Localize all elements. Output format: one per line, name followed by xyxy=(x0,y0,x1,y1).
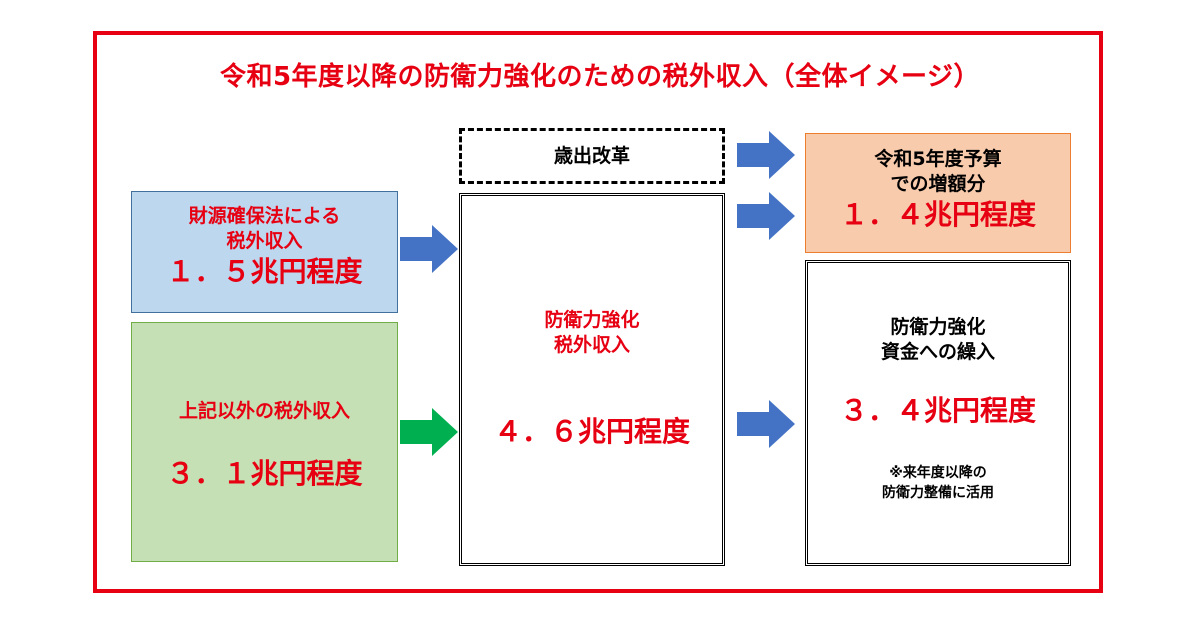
zaigen-amount: １．５兆円程度 xyxy=(166,255,363,288)
arrow-right-icon xyxy=(400,408,458,456)
arrow-right-icon xyxy=(737,400,795,448)
defense-revenue-label: 防衛力強化 税外収入 xyxy=(462,308,722,358)
arrow-right-icon xyxy=(737,192,795,240)
spending-reform-box: 歳出改革 xyxy=(459,128,725,184)
r5-budget-amount: １．４兆円程度 xyxy=(839,198,1036,231)
zaigen-label-line2: 税外収入 xyxy=(226,230,303,252)
zaigen-box: 財源確保法による 税外収入 １．５兆円程度 xyxy=(131,191,398,313)
other-revenue-box: 上記以外の税外収入 ３．１兆円程度 xyxy=(131,322,398,562)
defense-fund-label-line2: 資金への繰入 xyxy=(880,341,995,363)
arrow-right-icon xyxy=(400,225,458,273)
spending-reform-label: 歳出改革 xyxy=(553,145,630,167)
r5-budget-label-line1: 令和5年度予算 xyxy=(874,148,1002,170)
defense-fund-amount: ３．４兆円程度 xyxy=(839,394,1036,427)
defense-revenue-label-line2: 税外収入 xyxy=(553,334,630,356)
defense-fund-label-line1: 防衛力強化 xyxy=(890,316,986,338)
defense-revenue-label-line1: 防衛力強化 xyxy=(544,309,640,331)
defense-fund-box: 防衛力強化 資金への繰入 ３．４兆円程度 ※来年度以降の 防衛力整備に活用 xyxy=(805,260,1071,566)
arrow-right-icon xyxy=(737,131,795,179)
r5-budget-box: 令和5年度予算 での増額分 １．４兆円程度 xyxy=(805,133,1071,253)
other-revenue-amount: ３．１兆円程度 xyxy=(166,457,363,490)
defense-fund-note: ※来年度以降の 防衛力整備に活用 xyxy=(808,463,1068,503)
diagram-title: 令和5年度以降の防衛力強化のための税外収入（全体イメージ） xyxy=(219,62,981,92)
other-revenue-label: 上記以外の税外収入 xyxy=(178,400,350,422)
defense-fund-note-line2: 防衛力整備に活用 xyxy=(882,485,994,501)
outer-frame xyxy=(93,31,1103,593)
defense-revenue-box: 防衛力強化 税外収入 ４．６兆円程度 xyxy=(459,193,725,566)
zaigen-label-line1: 財源確保法による xyxy=(188,205,341,227)
defense-fund-label: 防衛力強化 資金への繰入 xyxy=(808,315,1068,365)
defense-revenue-amount: ４．６兆円程度 xyxy=(493,415,690,448)
r5-budget-label-line2: での増額分 xyxy=(890,173,986,195)
defense-fund-note-line1: ※来年度以降の xyxy=(889,465,987,481)
